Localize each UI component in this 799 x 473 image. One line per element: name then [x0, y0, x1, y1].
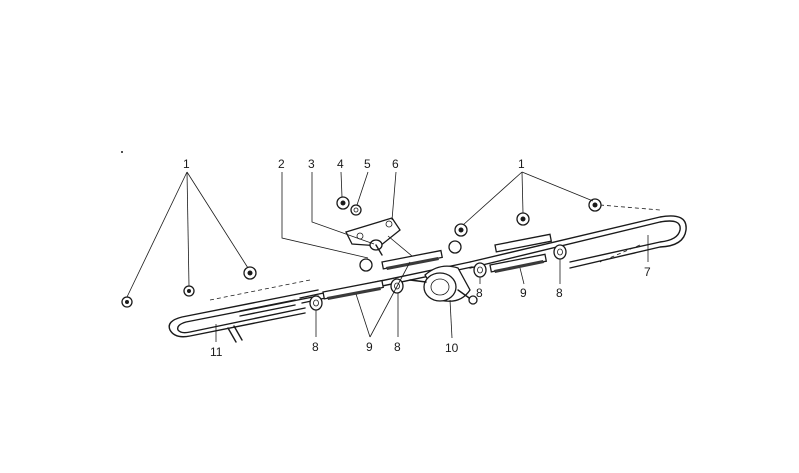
callout-7: 7: [644, 265, 651, 279]
callout-4: 4: [337, 157, 344, 171]
callout-8-center: 8: [394, 340, 401, 354]
callout-9-right: 9: [520, 286, 527, 300]
clamp-upper-a: [359, 258, 373, 272]
nut-right-b: [516, 212, 530, 226]
clamp-8-left: [309, 295, 323, 311]
hose-left-upper: [381, 249, 443, 270]
clamp-upper-b: [448, 240, 462, 254]
right-hose-loop: [469, 204, 687, 269]
callout-labels: 1 1 2 3 4 5 6 7 8 8 8 8 9 9 10 11: [183, 157, 651, 359]
callout-3: 3: [308, 157, 315, 171]
callout-11: 11: [210, 345, 223, 359]
bolt: [369, 239, 383, 256]
callout-8-right-a: 8: [476, 286, 483, 300]
callout-1-right: 1: [518, 157, 525, 171]
stray-mark: [121, 151, 123, 153]
nut-left-far: [121, 296, 133, 308]
clamp-8-right-a: [473, 262, 487, 278]
nut-right-a: [454, 223, 468, 237]
hose-right-upper: [494, 233, 553, 253]
clamp-8-right-b: [553, 244, 567, 260]
fuel-filter: [409, 265, 478, 305]
callout-2: 2: [278, 157, 285, 171]
callout-1-left: 1: [183, 157, 190, 171]
leader-lines: [126, 171, 649, 342]
callout-9-left: 9: [366, 340, 373, 354]
nut-right-c: [588, 198, 602, 212]
callout-6: 6: [392, 157, 399, 171]
washer-5: [350, 204, 362, 216]
callout-8-right-b: 8: [556, 286, 563, 300]
callout-5: 5: [364, 157, 371, 171]
nut-4: [336, 196, 350, 210]
left-hose-loop: [168, 279, 319, 343]
hose-left-lower: [322, 279, 384, 300]
callout-8-left: 8: [312, 340, 319, 354]
callout-10: 10: [445, 341, 459, 355]
hose-right-lower: [489, 253, 548, 273]
nut-left-near: [243, 266, 257, 280]
nut-left-mid: [183, 285, 195, 297]
